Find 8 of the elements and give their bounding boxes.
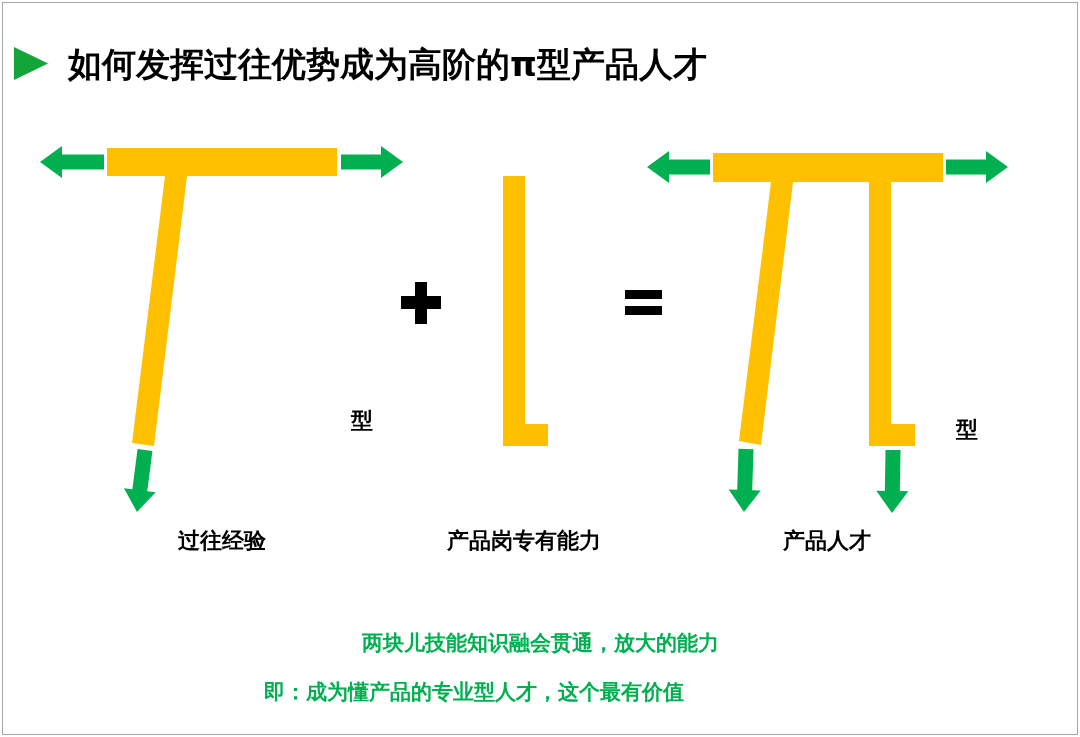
type-label: 型 [351,407,373,435]
part-caption: 过往经验 [178,527,266,555]
type-label: 型 [956,416,978,444]
note-text: 即：成为懂产品的专业型人才，这个最有价值 [264,679,684,706]
title: 如何发挥过往优势成为高阶的π型产品人才 [68,43,707,86]
note-text: 两块儿技能知识融会贯通，放大的能力 [361,630,719,657]
part-caption: 产品岗专有能力 [447,527,601,555]
part-caption: 产品人才 [783,527,871,555]
